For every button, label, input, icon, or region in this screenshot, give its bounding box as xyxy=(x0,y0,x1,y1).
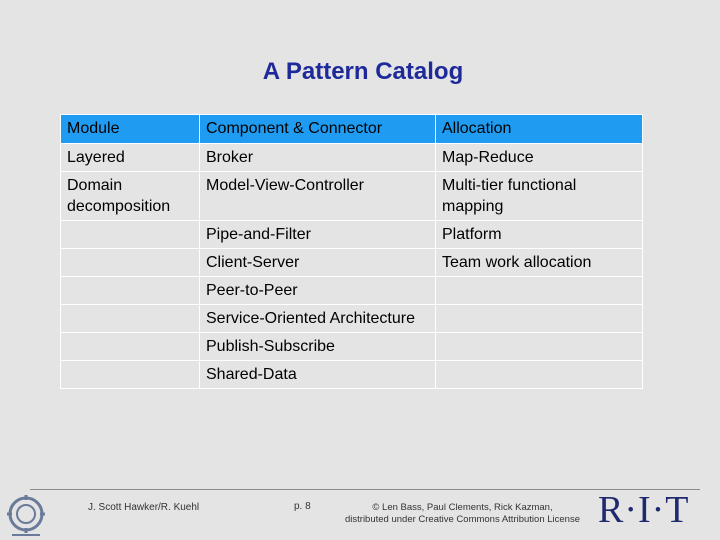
table-cell: Multi-tier functional mapping xyxy=(435,171,643,221)
table-cell xyxy=(60,248,200,277)
table-header-row: Module Component & Connector Allocation xyxy=(60,114,643,144)
page-number: p. 8 xyxy=(294,501,311,512)
table-row: Pipe-and-Filter Platform xyxy=(60,220,643,249)
rit-logo: R·I·T xyxy=(598,489,690,531)
table-cell: Team work allocation xyxy=(435,248,643,277)
table-cell: Publish-Subscribe xyxy=(199,332,436,361)
table-cell xyxy=(60,304,200,333)
header-component-connector: Component & Connector xyxy=(199,114,436,144)
table-cell: Broker xyxy=(199,143,436,172)
table-cell: Pipe-and-Filter xyxy=(199,220,436,249)
footer-author: J. Scott Hawker/R. Kuehl xyxy=(88,502,200,513)
table-row: Peer-to-Peer xyxy=(60,276,643,305)
copyright-line-2: distributed under Creative Commons Attri… xyxy=(345,514,580,525)
table-cell: Map-Reduce xyxy=(435,143,643,172)
table-cell: Domain decomposition xyxy=(60,171,200,221)
table-cell xyxy=(435,304,643,333)
table-cell: Shared-Data xyxy=(199,360,436,389)
table-cell xyxy=(60,360,200,389)
footer-copyright: © Len Bass, Paul Clements, Rick Kazman, … xyxy=(330,502,595,526)
table-cell: Layered xyxy=(60,143,200,172)
table-row: Client-Server Team work allocation xyxy=(60,248,643,277)
table-cell: Client-Server xyxy=(199,248,436,277)
table-cell xyxy=(60,220,200,249)
slide-title: A Pattern Catalog xyxy=(262,58,464,85)
header-module: Module xyxy=(60,114,200,144)
table-row: Publish-Subscribe xyxy=(60,332,643,361)
table-cell xyxy=(435,332,643,361)
table-cell: Service-Oriented Architecture xyxy=(199,304,436,333)
table-cell xyxy=(435,276,643,305)
table-row: Service-Oriented Architecture xyxy=(60,304,643,333)
table-cell: Platform xyxy=(435,220,643,249)
table-cell xyxy=(60,276,200,305)
table-cell: Model-View-Controller xyxy=(199,171,436,221)
copyright-line-1: © Len Bass, Paul Clements, Rick Kazman, xyxy=(372,502,553,513)
table-cell xyxy=(60,332,200,361)
se-logo-icon xyxy=(7,495,45,536)
table-row: Domain decomposition Model-View-Controll… xyxy=(60,171,643,221)
footer-divider xyxy=(30,489,700,490)
table-row: Shared-Data xyxy=(60,360,643,389)
pattern-catalog-table: Module Component & Connector Allocation … xyxy=(60,114,643,389)
header-allocation: Allocation xyxy=(435,114,643,144)
table-cell: Peer-to-Peer xyxy=(199,276,436,305)
table-cell xyxy=(435,360,643,389)
table-row: Layered Broker Map-Reduce xyxy=(60,143,643,172)
